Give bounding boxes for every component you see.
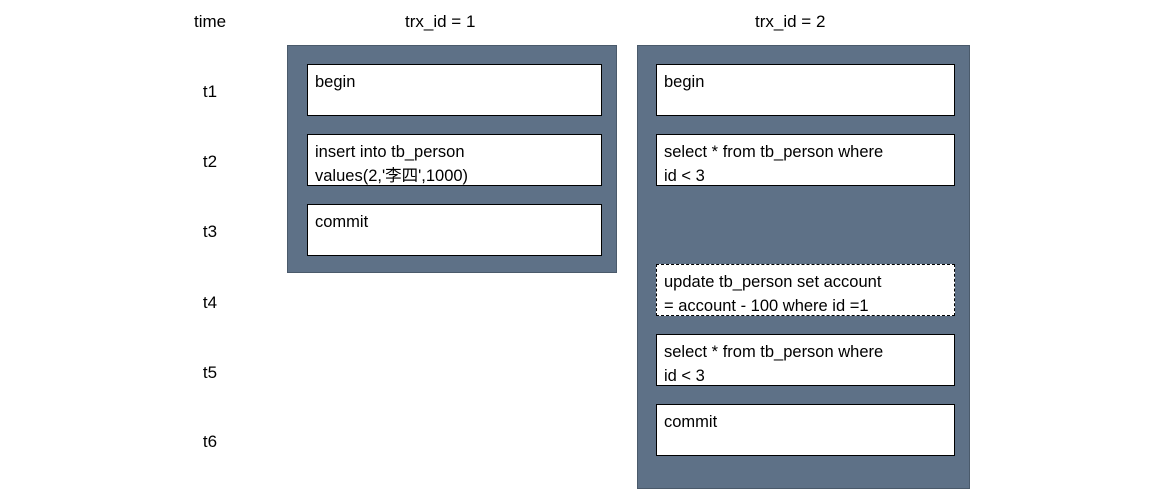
trx2-statement-t6: commit — [656, 404, 955, 456]
trx1-statement-t3: commit — [307, 204, 602, 256]
time-label-t5: t5 — [202, 363, 218, 382]
column-header-trx2: trx_id = 2 — [755, 12, 826, 31]
trx2-statement-t4-text: update tb_person set account = account -… — [664, 273, 882, 315]
trx2-statement-t6-text: commit — [664, 413, 718, 431]
time-label-t2: t2 — [202, 152, 218, 171]
trx2-statement-t2: select * from tb_person where id < 3 — [656, 134, 955, 186]
trx2-statement-t1: begin — [656, 64, 955, 116]
time-label-t6: t6 — [202, 432, 218, 451]
time-label-t3: t3 — [202, 222, 218, 241]
trx1-statement-t1-text: begin — [315, 73, 356, 91]
trx2-statement-t5-text: select * from tb_person where id < 3 — [664, 343, 884, 385]
trx2-statement-t2-text: select * from tb_person where id < 3 — [664, 143, 884, 185]
trx1-statement-t3-text: commit — [315, 213, 369, 231]
column-header-time: time — [194, 12, 227, 31]
column-header-trx1: trx_id = 1 — [405, 12, 476, 31]
time-label-t4: t4 — [202, 293, 218, 312]
trx2-statement-t5: select * from tb_person where id < 3 — [656, 334, 955, 386]
trx1-statement-t2-text: insert into tb_person values(2,'李四',1000… — [315, 143, 469, 185]
time-label-t1: t1 — [202, 82, 218, 101]
trx2-statement-t1-text: begin — [664, 73, 705, 91]
trx1-statement-t1: begin — [307, 64, 602, 116]
trx2-statement-t4: update tb_person set account = account -… — [656, 264, 955, 316]
trx1-statement-t2: insert into tb_person values(2,'李四',1000… — [307, 134, 602, 186]
trx2-panel: begin select * from tb_person where id <… — [637, 45, 970, 489]
trx1-panel: begin insert into tb_person values(2,'李四… — [287, 45, 617, 273]
